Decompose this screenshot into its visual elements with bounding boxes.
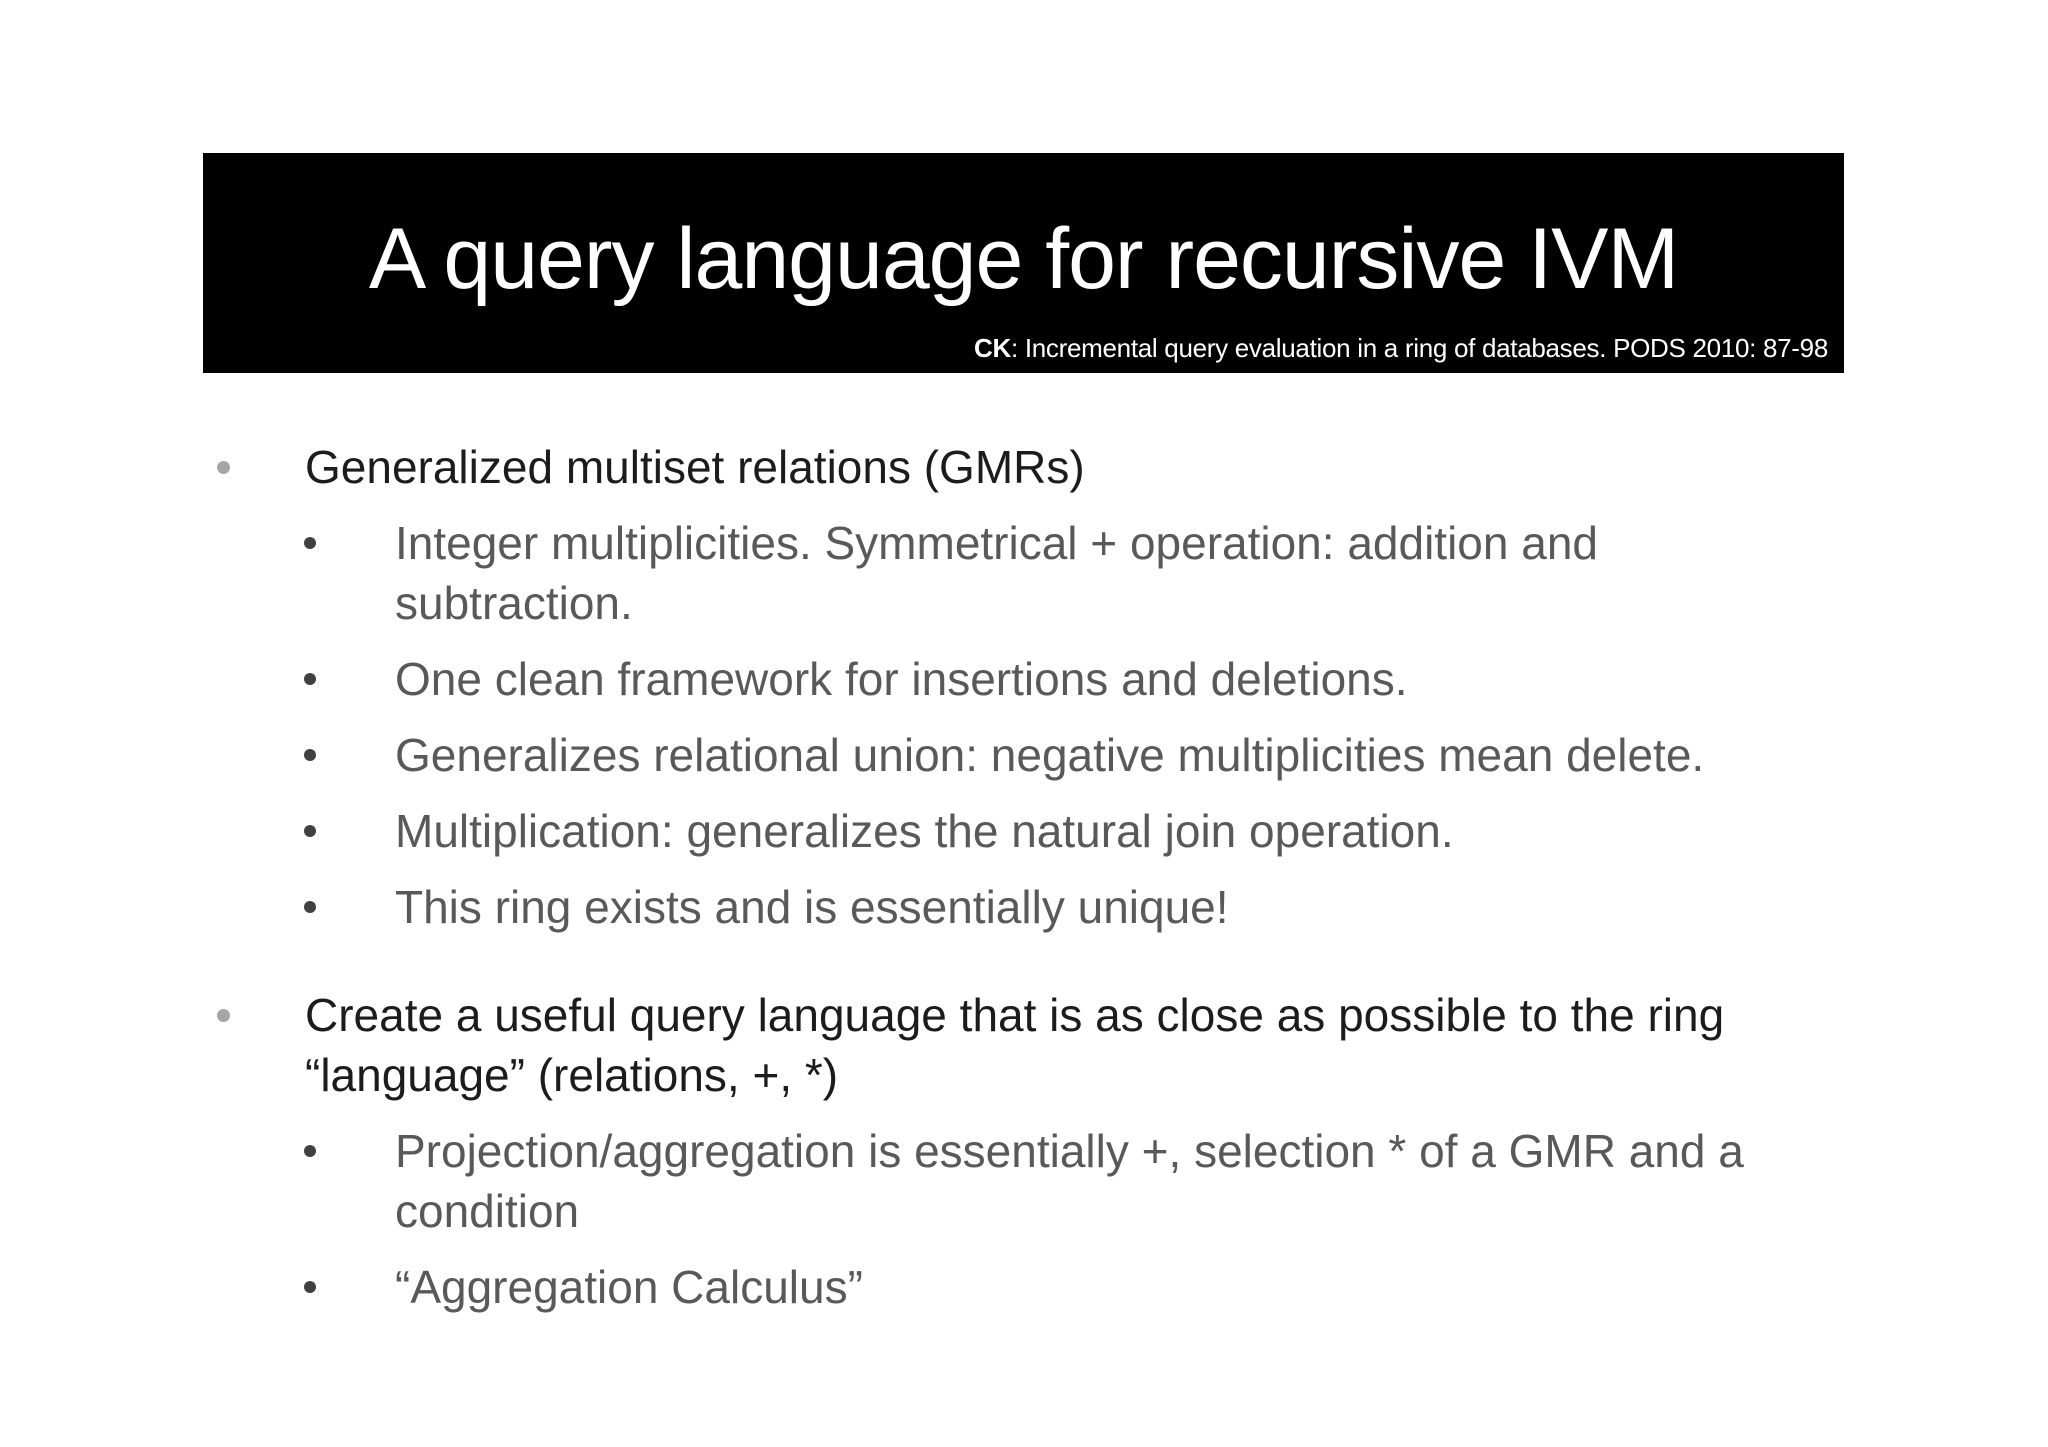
bullet-text: “Aggregation Calculus”: [395, 1257, 863, 1317]
bullet-dot: [304, 537, 316, 549]
bullet-text-line: subtraction.: [395, 577, 633, 629]
bullet-text-line: One clean framework for insertions and d…: [395, 653, 1408, 705]
bullet-item: Projection/aggregation is essentially +,…: [203, 1121, 2008, 1241]
bullet-text: This ring exists and is essentially uniq…: [395, 877, 1229, 937]
bullet-text-line: “Aggregation Calculus”: [395, 1261, 863, 1313]
bullet-text-line: Projection/aggregation is essentially +,…: [395, 1125, 1744, 1177]
bullet-dot: [217, 461, 230, 474]
bullet-text: Generalizes relational union: negative m…: [395, 725, 1704, 785]
citation: CK: Incremental query evaluation in a ri…: [974, 333, 1828, 364]
bullet-list: Generalized multiset relations (GMRs) Int…: [203, 425, 2008, 1317]
bullet-text-line: Generalizes relational union: negative m…: [395, 729, 1705, 781]
bullet-dot: [304, 749, 316, 761]
bullet-dot: [304, 901, 316, 913]
bullet-text: Integer multiplicities. Symmetrical + op…: [395, 513, 1598, 633]
bullet-item: “Aggregation Calculus”: [203, 1257, 2008, 1317]
bullet-item: Create a useful query language that is a…: [203, 985, 2008, 1105]
bullet-text: One clean framework for insertions and d…: [395, 649, 1408, 709]
bullet-text-line: Integer multiplicities. Symmetrical + op…: [395, 517, 1598, 569]
bullet-item: Generalized multiset relations (GMRs): [203, 437, 2008, 497]
bullet-item: One clean framework for insertions and d…: [203, 649, 2008, 709]
bullet-text: Multiplication: generalizes the natural …: [395, 801, 1454, 861]
bullet-text-line: Generalized multiset relations (GMRs): [305, 441, 1085, 493]
bullet-item: This ring exists and is essentially uniq…: [203, 877, 2008, 937]
bullet-text-line: condition: [395, 1185, 580, 1237]
bullet-item: Multiplication: generalizes the natural …: [203, 801, 2008, 861]
bullet-item: Generalizes relational union: negative m…: [203, 725, 2008, 785]
bullet-dot: [304, 1281, 316, 1293]
bullet-text: Projection/aggregation is essentially +,…: [395, 1121, 1744, 1241]
bullet-text-line: This ring exists and is essentially uniq…: [395, 881, 1229, 933]
bullet-dot: [304, 825, 316, 837]
bullet-dot: [304, 673, 316, 685]
bullet-item: Integer multiplicities. Symmetrical + op…: [203, 513, 2008, 633]
title-bar: A query language for recursive IVM CK: I…: [203, 153, 1844, 373]
bullet-text-line: Create a useful query language that is a…: [305, 989, 1725, 1041]
bullet-text-line: Multiplication: generalizes the natural …: [395, 805, 1454, 857]
citation-text: : Incremental query evaluation in a ring…: [1011, 333, 1828, 363]
bullet-dot: [304, 1145, 316, 1157]
bullet-text-line: “language” (relations, +, *): [305, 1049, 839, 1101]
bullet-dot: [217, 1009, 230, 1022]
bullet-text: Create a useful query language that is a…: [305, 985, 1724, 1105]
citation-authors: CK: [974, 333, 1011, 363]
slide-title: A query language for recursive IVM: [368, 211, 1679, 307]
bullet-text: Generalized multiset relations (GMRs): [305, 437, 1085, 497]
